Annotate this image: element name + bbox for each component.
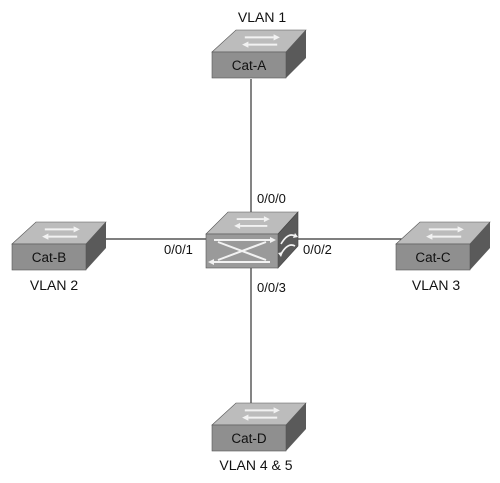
vlan-label-cat-a: VLAN 1 xyxy=(238,9,286,25)
port-label-south: 0/0/3 xyxy=(257,280,286,295)
crossed-arrows-icon xyxy=(208,237,276,265)
switch-side-face xyxy=(86,222,106,270)
switch-label: Cat-C xyxy=(415,250,451,265)
switch-side-face xyxy=(286,403,306,451)
port-label-east: 0/0/2 xyxy=(303,242,332,257)
switch-label: Cat-A xyxy=(232,58,267,73)
central-switch xyxy=(205,211,299,269)
switch-cat-b: Cat-B xyxy=(11,221,107,271)
links xyxy=(98,79,404,404)
switch-front-face xyxy=(211,424,287,452)
switch-side-face xyxy=(470,222,490,270)
router-symbol-icon xyxy=(278,233,298,257)
vlan-label-cat-c: VLAN 3 xyxy=(412,277,460,293)
switch-side-face xyxy=(286,30,306,78)
switch-cat-d: Cat-D xyxy=(211,402,307,452)
vlan-label-cat-b: VLAN 2 xyxy=(30,277,78,293)
switch-cat-c: Cat-C xyxy=(395,221,491,271)
switch-label: Cat-B xyxy=(32,250,67,265)
switch-cat-a: Cat-A xyxy=(211,29,307,79)
vlan-label-cat-d: VLAN 4 & 5 xyxy=(219,457,292,473)
switch-front-face xyxy=(11,243,87,271)
switch-label: Cat-D xyxy=(231,431,267,446)
port-label-north: 0/0/0 xyxy=(257,191,286,206)
port-label-west: 0/0/1 xyxy=(164,242,193,257)
switch-front-face xyxy=(395,243,471,271)
switch-front-face xyxy=(211,51,287,79)
